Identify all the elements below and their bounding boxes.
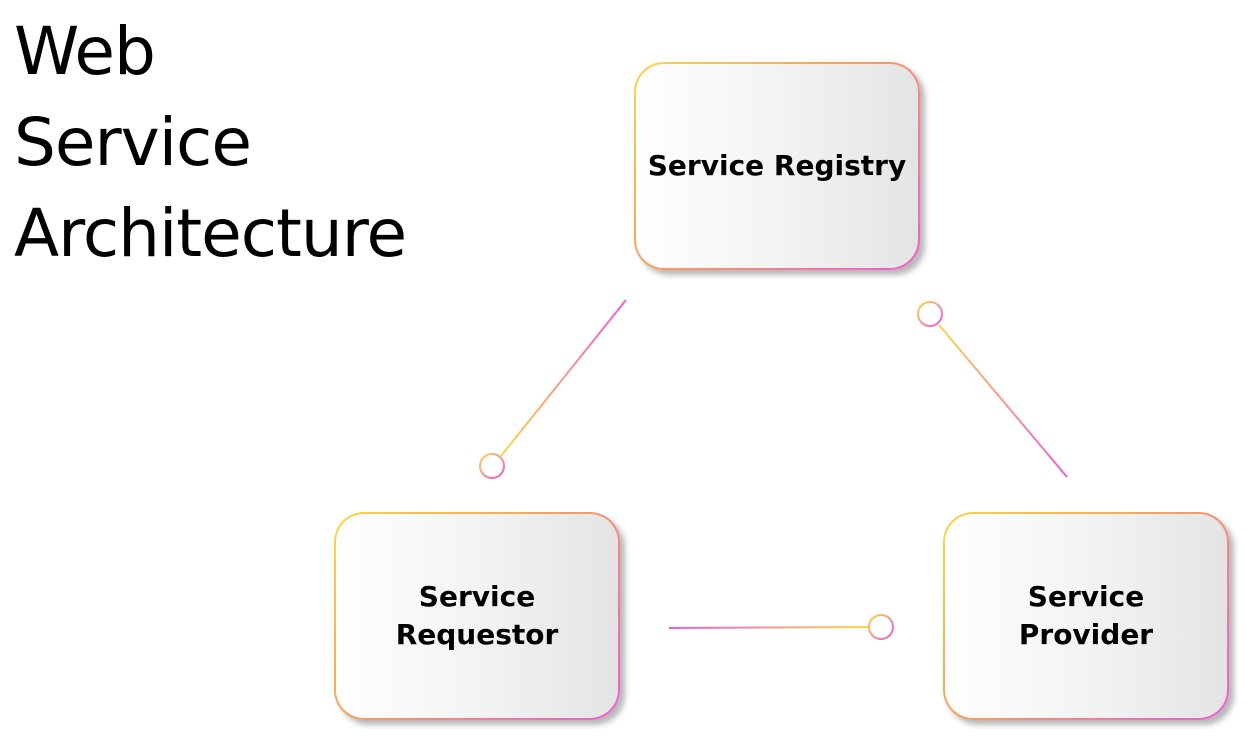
node-card: Service Requestor xyxy=(336,514,618,718)
diagram-title: Web Service Architecture xyxy=(14,6,407,279)
title-line-architecture: Architecture xyxy=(14,195,407,272)
connector-requestor-provider xyxy=(668,614,894,640)
connector-endpoint-circle xyxy=(479,453,505,479)
connector-registry-provider xyxy=(917,301,1068,478)
node-label-service-requestor: Service Requestor xyxy=(395,580,559,651)
node-card: Service Provider xyxy=(945,514,1227,718)
title-line-service: Service xyxy=(14,104,252,181)
node-label-service-provider: Service Provider xyxy=(1018,580,1154,651)
node-card: Service Registry xyxy=(636,64,918,268)
node-service-provider: Service Provider xyxy=(943,512,1229,720)
connector-endpoint-circle xyxy=(917,301,943,327)
connector-line xyxy=(668,626,870,629)
connector-endpoint-circle xyxy=(868,614,894,640)
connector-requestor-registry xyxy=(479,299,627,479)
title-line-web: Web xyxy=(14,13,156,90)
node-service-registry: Service Registry xyxy=(634,62,920,270)
node-label-service-registry: Service Registry xyxy=(647,149,907,182)
connector-line xyxy=(500,299,627,457)
node-service-requestor: Service Requestor xyxy=(334,512,620,720)
connector-line xyxy=(938,324,1068,478)
